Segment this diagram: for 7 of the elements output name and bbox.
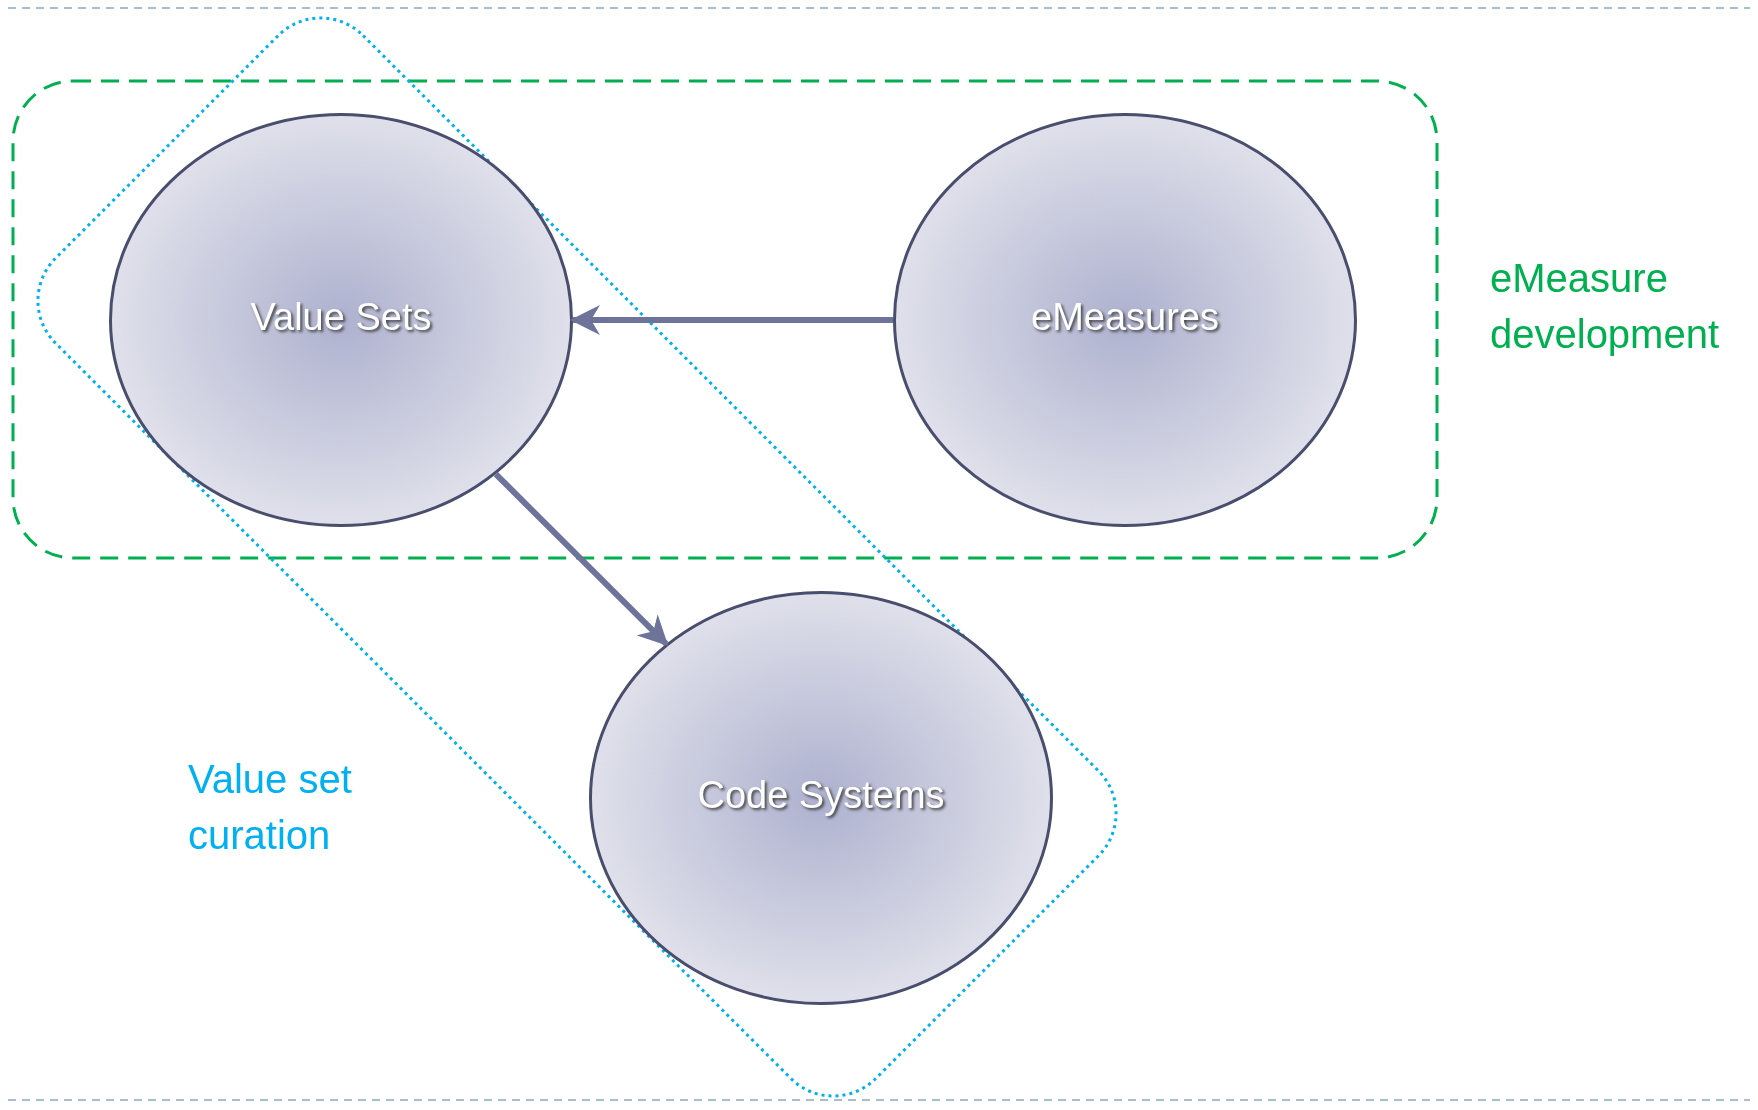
node-label: eMeasures xyxy=(1030,296,1220,339)
node-label: Code Systems xyxy=(696,774,946,817)
group-label: eMeasure development xyxy=(1490,255,1721,358)
node-label: Value Sets xyxy=(249,296,433,339)
group-label: Value set curation xyxy=(188,756,353,859)
arrow xyxy=(493,472,669,646)
arrow xyxy=(570,305,893,335)
